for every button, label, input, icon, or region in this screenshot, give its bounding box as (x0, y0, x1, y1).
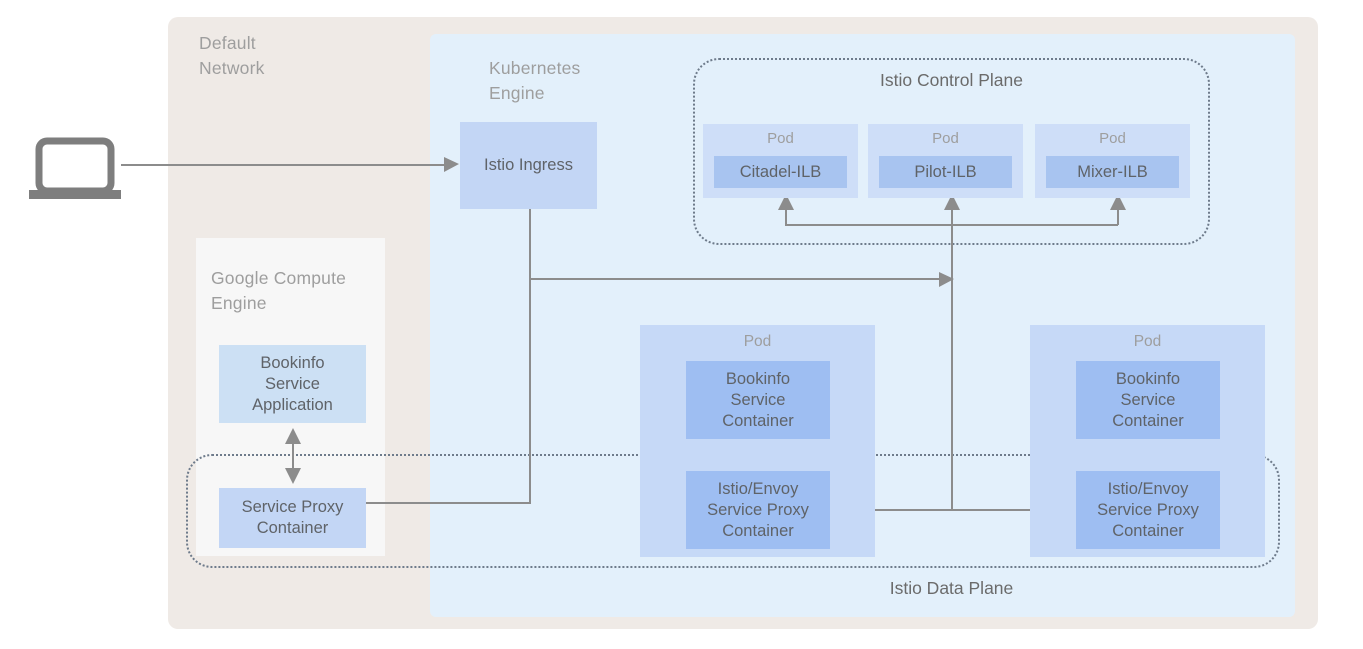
laptop-icon (29, 137, 121, 199)
service-mixer-ilb[interactable]: Mixer-ILB (1046, 156, 1179, 188)
pod-caption: Pod (1133, 333, 1162, 350)
control-plane-pod-mixer[interactable]: Pod Mixer-ILB (1035, 124, 1190, 198)
connector-control-to-data-trunk (951, 288, 953, 510)
data-plane-pod-right[interactable]: Pod Bookinfo Service Container Istio/Env… (1030, 325, 1265, 557)
envoy-proxy-container-left[interactable]: Istio/Envoy Service Proxy Container (686, 471, 830, 549)
pod-caption: Pod (767, 130, 794, 147)
service-pilot-ilb[interactable]: Pilot-ILB (879, 156, 1012, 188)
service-proxy-container[interactable]: Service Proxy Container (219, 488, 366, 548)
istio-ingress-box[interactable]: Istio Ingress (460, 122, 597, 209)
connector-gce-app-proxy (292, 432, 294, 480)
connector-down-to-gce-proxy (529, 278, 531, 503)
connector-citadel-riser (785, 198, 787, 225)
data-plane-pod-left[interactable]: Pod Bookinfo Service Container Istio/Env… (640, 325, 875, 557)
control-plane-pod-citadel[interactable]: Pod Citadel-ILB (703, 124, 858, 198)
pod-caption: Pod (743, 333, 772, 350)
connector-proxy-to-proxy (843, 509, 1058, 511)
bookinfo-service-container-right[interactable]: Bookinfo Service Container (1076, 361, 1220, 439)
bookinfo-service-container-left[interactable]: Bookinfo Service Container (686, 361, 830, 439)
connector-control-plane-bus (785, 224, 1118, 226)
zone-google-compute-engine-label: Google Compute Engine (211, 268, 347, 313)
connector-pilot-trunk (951, 198, 953, 288)
control-plane-pod-pilot[interactable]: Pod Pilot-ILB (868, 124, 1023, 198)
zone-kubernetes-engine-label: Kubernetes Engine (489, 58, 581, 103)
bookinfo-service-application[interactable]: Bookinfo Service Application (219, 345, 366, 423)
connector-mixer-riser (1117, 198, 1119, 225)
zone-default-network-label: Default Network (199, 33, 265, 78)
istio-data-plane-title: Istio Data Plane (889, 578, 1014, 598)
pod-caption: Pod (1099, 130, 1126, 147)
connector-bus-to-control-plane (529, 278, 946, 280)
istio-control-plane-title: Istio Control Plane (880, 70, 1023, 90)
pod-caption: Pod (932, 130, 959, 147)
connector-gce-proxy-to-mesh (366, 502, 531, 504)
connector-ingress-down (529, 209, 531, 280)
connector-client-to-ingress (121, 164, 446, 166)
envoy-proxy-container-right[interactable]: Istio/Envoy Service Proxy Container (1076, 471, 1220, 549)
service-citadel-ilb[interactable]: Citadel-ILB (714, 156, 847, 188)
